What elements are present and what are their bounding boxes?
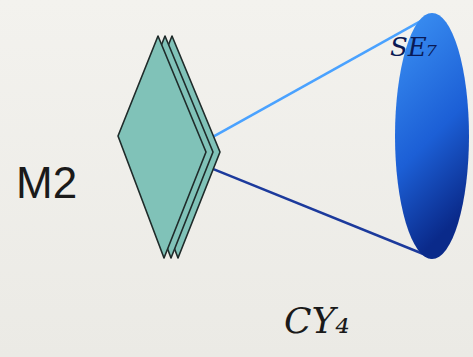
brane-shape [112,30,222,265]
se7-ellipse: SE₇ [394,12,470,260]
space-label: CY₄ [284,300,350,341]
manifold-label: SE₇ [390,32,437,62]
brane-label: M2 [16,158,77,208]
m2-brane-stack: M2 [112,30,222,265]
